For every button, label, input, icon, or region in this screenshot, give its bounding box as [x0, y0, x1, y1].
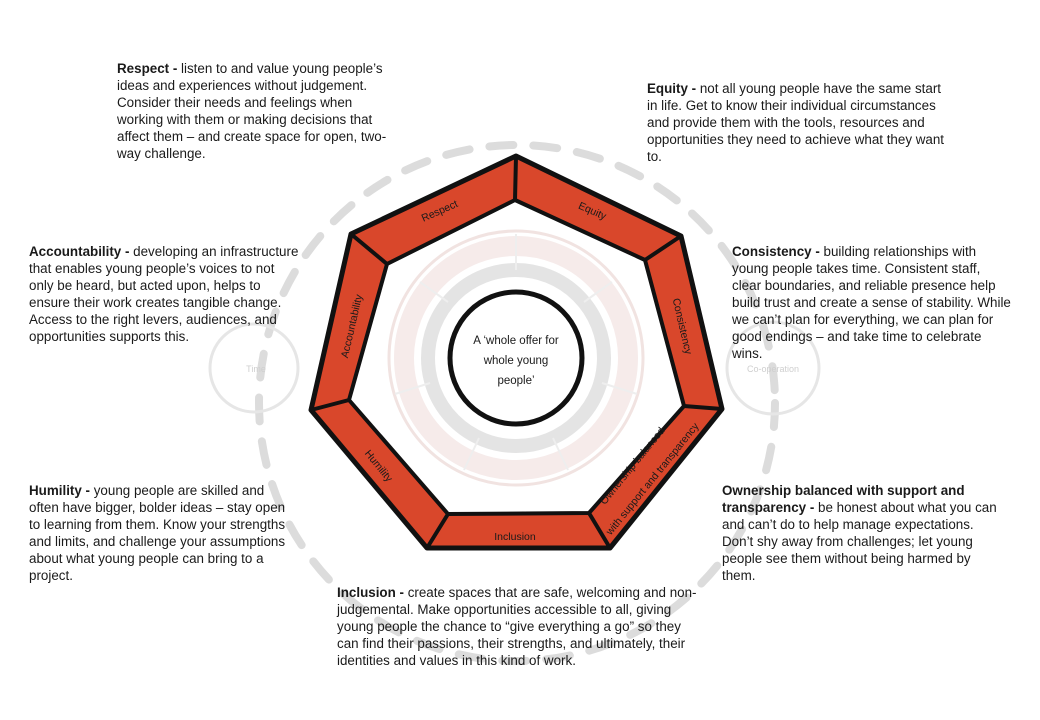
desc-inclusion: Inclusion - create spaces that are safe,… — [337, 584, 702, 669]
time-label: Time — [246, 364, 266, 374]
inner-ring-spokes — [394, 234, 638, 471]
outer-dashed-ring — [255, 141, 779, 665]
segment-dividers — [309, 154, 724, 550]
desc-humility: Humility - young people are skilled and … — [29, 482, 297, 584]
desc-consistency: Consistency - building relationships wit… — [732, 243, 1012, 362]
desc-ownership-text: be honest about what you can and can’t d… — [722, 500, 997, 583]
desc-respect-term: Respect - — [117, 61, 178, 76]
inner-ring-outer — [387, 229, 645, 487]
desc-equity-text: not all young people have the same start… — [647, 81, 945, 164]
desc-inclusion-term: Inclusion - — [337, 585, 404, 600]
center-text-line-2: whole young — [483, 355, 549, 367]
desc-consistency-text: building relationships with young people… — [732, 244, 1011, 361]
desc-ownership-term: Ownership balanced with support and tran… — [722, 483, 965, 515]
desc-humility-text: young people are skilled and often have … — [29, 483, 286, 583]
center-text-line-1: A ‘whole offer for — [473, 335, 559, 347]
desc-accountability-text: developing an infrastructure that enable… — [29, 244, 299, 344]
cooperation-circle — [725, 320, 821, 416]
segment-label-inclusion: Inclusion — [494, 531, 536, 543]
desc-consistency-term: Consistency - — [732, 244, 820, 259]
time-circle — [208, 322, 300, 414]
desc-respect: Respect - listen to and value young peop… — [117, 60, 387, 162]
cooperation-label: Co-operation — [747, 364, 799, 374]
desc-equity-term: Equity - — [647, 81, 697, 96]
desc-accountability: Accountability - developing an infrastru… — [29, 243, 299, 345]
desc-ownership: Ownership balanced with support and tran… — [722, 482, 1004, 584]
center-circle — [447, 289, 585, 427]
center-text-line-3: people’ — [497, 375, 534, 387]
desc-respect-text: listen to and value young people’s ideas… — [117, 61, 387, 161]
desc-inclusion-text: create spaces that are safe, welcoming a… — [337, 585, 697, 668]
desc-accountability-term: Accountability - — [29, 244, 130, 259]
desc-equity: Equity - not all young people have the s… — [647, 80, 947, 165]
desc-humility-term: Humility - — [29, 483, 91, 498]
